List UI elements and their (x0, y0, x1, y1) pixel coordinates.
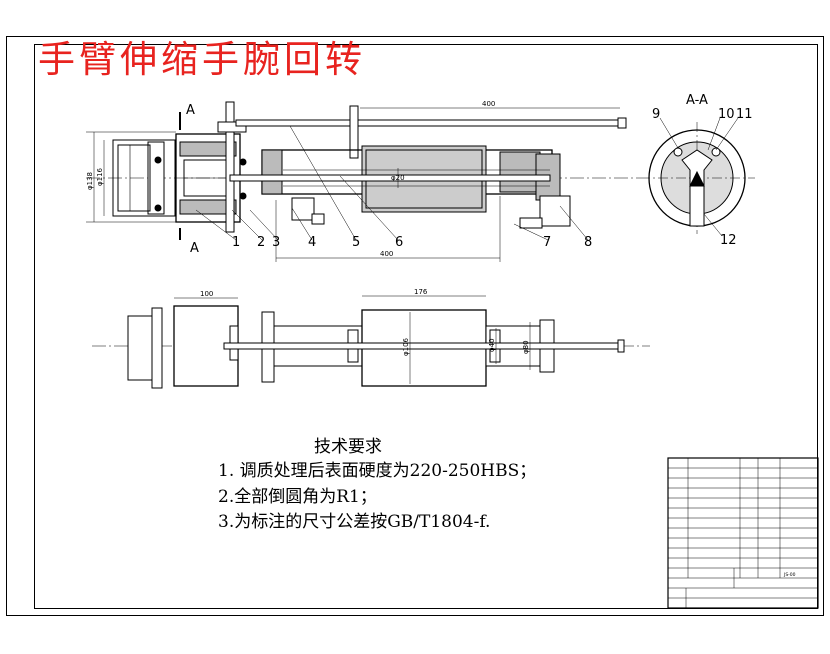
dim-plan-dia3: φ80 (522, 340, 530, 354)
outer-border (6, 36, 824, 616)
part-label: 3 (272, 235, 280, 250)
dim-plan-dia2: φ40 (488, 338, 496, 352)
part-label: 9 (652, 107, 660, 122)
part-label: 6 (395, 235, 403, 250)
plan-view (92, 295, 650, 389)
dim-plan-left: 100 (200, 290, 213, 298)
section-view-title: A-A (686, 93, 708, 108)
part-label: 4 (308, 235, 316, 250)
part-label: 2 (257, 235, 265, 250)
dim-plan-mid: 176 (414, 288, 428, 296)
dim-cyl-dia: φ20 (391, 174, 405, 182)
requirement-item: 3.为标注的尺寸公差按GB/T1804-f. (218, 512, 491, 532)
part-label: 5 (352, 235, 360, 250)
dim-top-rod: 400 (482, 100, 495, 108)
requirement-item: 1. 调质处理后表面硬度为220-250HBS； (218, 461, 537, 481)
section-mark-bottom: A (190, 241, 199, 256)
section-mark-top: A (186, 103, 195, 118)
title-block (667, 457, 819, 609)
drawing-title: 手臂伸缩手腕回转 (38, 38, 366, 81)
dim-plan-dia1: φ106 (402, 337, 410, 356)
part-label: 12 (720, 233, 737, 248)
part-label: 10 (718, 107, 735, 122)
part-label: 7 (543, 235, 551, 250)
section-a-a-view (640, 117, 755, 237)
requirements-heading: 技术要求 (314, 437, 382, 457)
dim-left-dia1: φ138 (86, 172, 94, 190)
dim-bottom-span: 400 (380, 250, 393, 258)
requirement-item: 2.全部倒圆角为R1； (218, 487, 377, 507)
dim-left-dia2: φ116 (96, 167, 104, 186)
inner-border (34, 44, 818, 609)
part-label: 1 (232, 235, 240, 250)
part-label: 11 (736, 107, 753, 122)
section-view-main (86, 101, 640, 262)
drawing-number: JS-00 (783, 572, 796, 578)
part-label: 8 (584, 235, 592, 250)
